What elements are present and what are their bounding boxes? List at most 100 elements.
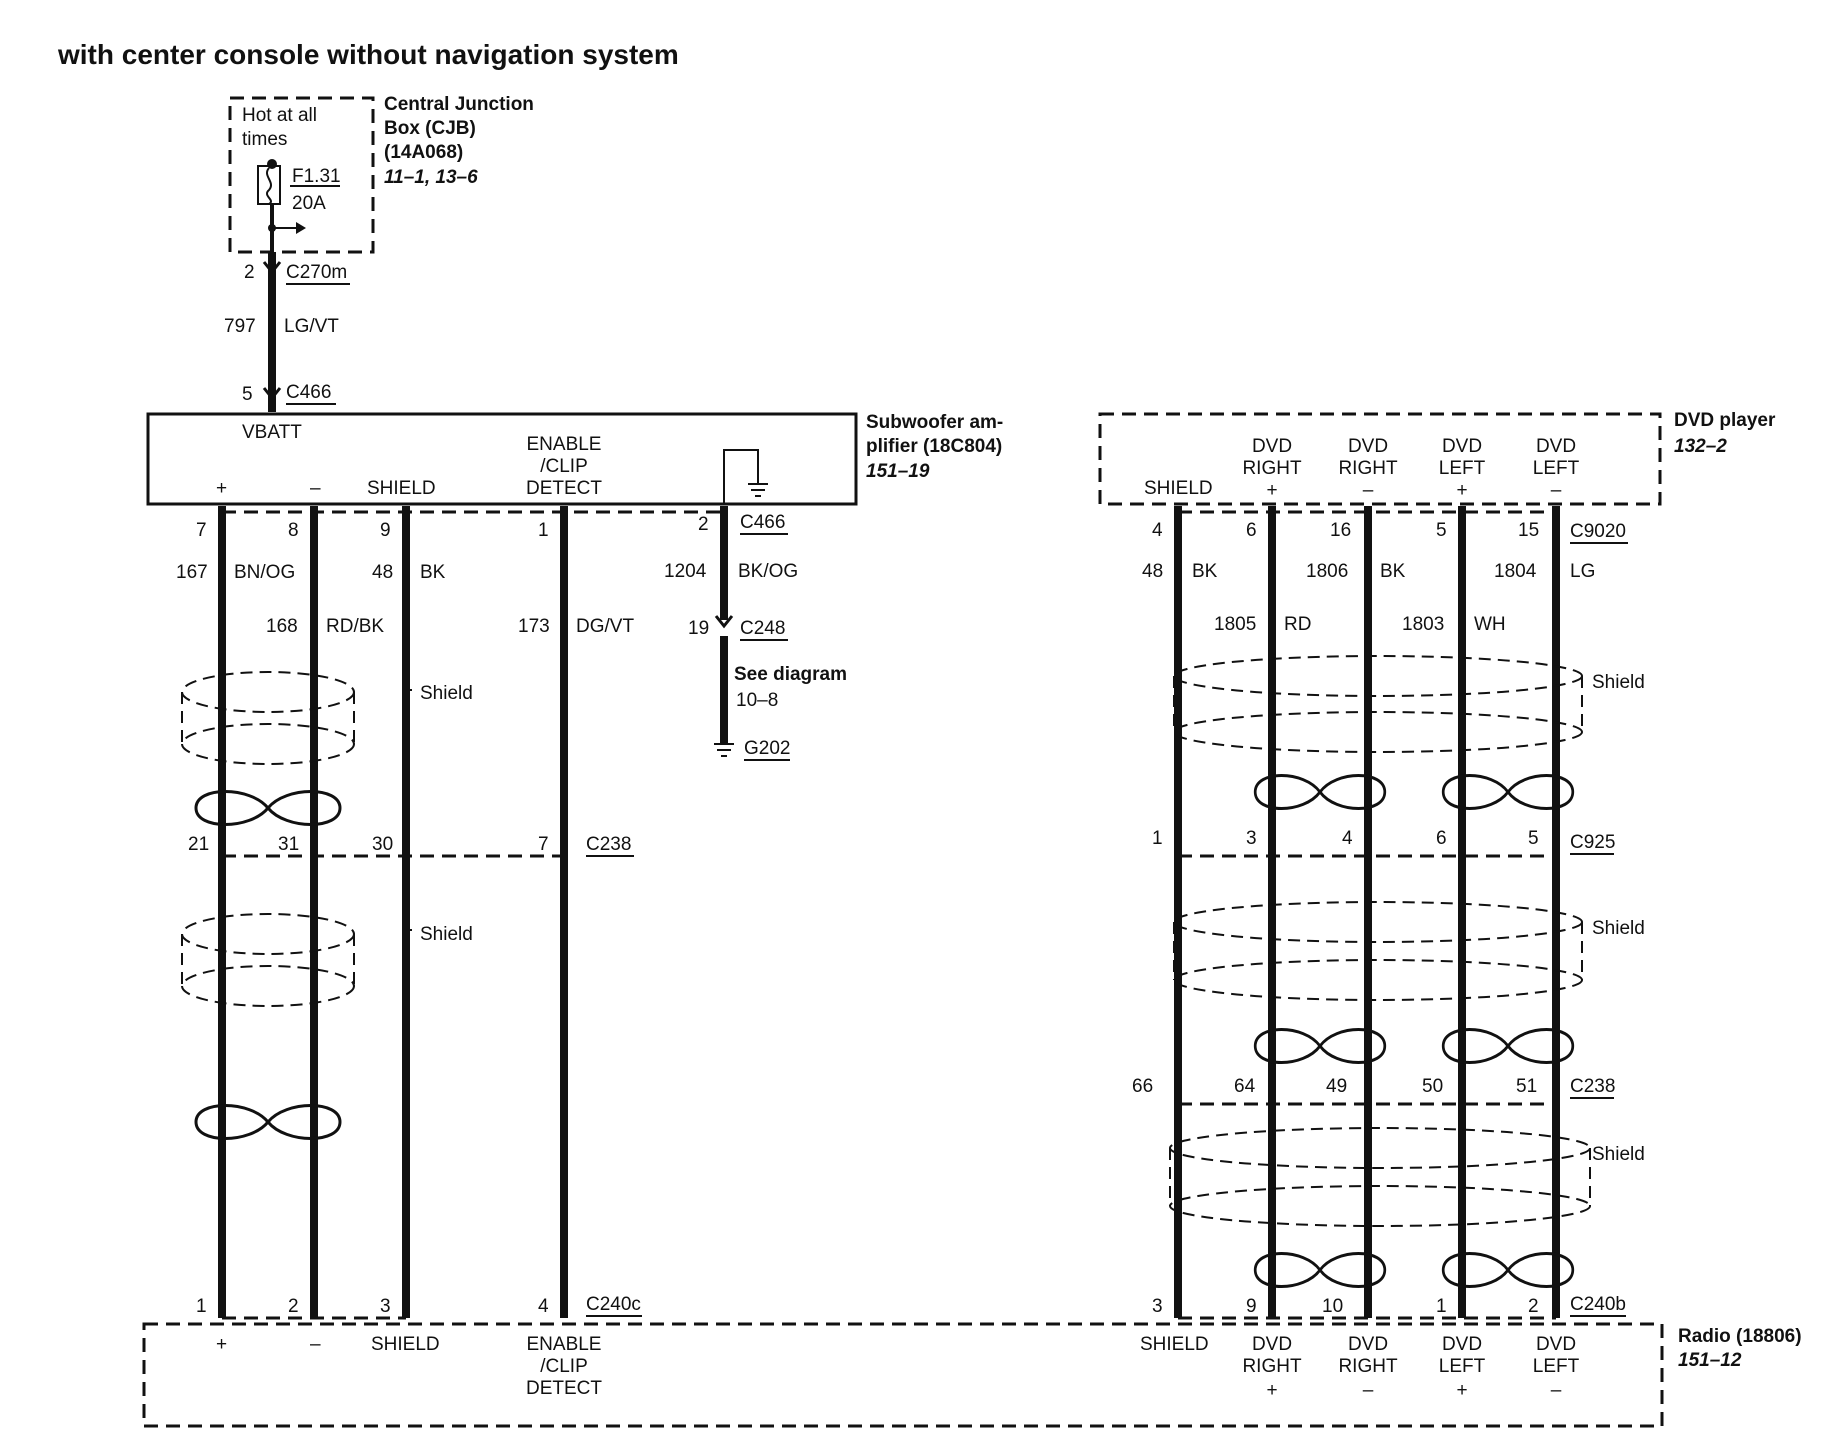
dvd-c240b-pin-9: 9: [1246, 1296, 1257, 1317]
dvd-col2-sign: –: [1363, 480, 1374, 501]
dvd-c925-pin-6: 6: [1436, 828, 1447, 849]
radio: + – SHIELD ENABLE /CLIP DETECT SHIELD DV…: [142, 1322, 1802, 1428]
dvd-col3-l2: LEFT: [1439, 458, 1486, 479]
ground-icon: [714, 743, 734, 757]
circuit-48: 48: [372, 562, 393, 583]
dvd-pin-16: 16: [1330, 520, 1351, 541]
sub-conn-c240c: C240c: [586, 1294, 641, 1315]
cjb-pin: 2: [244, 262, 255, 283]
circuit-1804: 1804: [1494, 561, 1537, 582]
dvd-col1-l2: RIGHT: [1242, 458, 1302, 479]
circuit-168: 168: [266, 616, 298, 637]
dvd-c238-pin-51: 51: [1516, 1076, 1537, 1097]
cjb-hot-line2: times: [242, 129, 287, 150]
pin-19: 19: [688, 618, 709, 639]
dvd-conn-c238: C238: [1570, 1076, 1615, 1097]
dvd-c925-pin-3: 3: [1246, 828, 1257, 849]
color-1805: RD: [1284, 614, 1311, 635]
sub-enable-2: /CLIP: [540, 456, 588, 477]
sub-pin-7: 7: [196, 520, 207, 541]
color-1803: WH: [1474, 614, 1506, 635]
dvd-shield-label-2: Shield: [1592, 918, 1645, 939]
circuit-1806: 1806: [1306, 561, 1348, 582]
color-1804: LG: [1570, 561, 1595, 582]
cjb-hot-line1: Hot at all: [242, 105, 317, 126]
dvd-col2-l1: DVD: [1348, 436, 1388, 457]
sub-c240c-pin-1: 1: [196, 1296, 207, 1317]
sub-pin-1: 1: [538, 520, 549, 541]
central-junction-box: Hot at all times F1.31 20A Central Junct…: [228, 94, 534, 254]
radio-plus: +: [216, 1334, 227, 1355]
dvd-c238-pin-64: 64: [1234, 1076, 1256, 1097]
cjb-ref: 11–1, 13–6: [384, 167, 478, 188]
sub-name-2: plifier (18C804): [866, 436, 1002, 457]
cjb-name-line2: Box (CJB): [384, 118, 476, 139]
circuit-173: 173: [518, 616, 550, 637]
dvd-col4-sign: –: [1551, 480, 1562, 501]
sub-in-conn: C466: [286, 382, 331, 403]
dvd-ref: 132–2: [1674, 436, 1727, 457]
sub-shield: SHIELD: [367, 478, 436, 499]
dvd-shield-label-1: Shield: [1592, 672, 1645, 693]
dvd-col4-l2: LEFT: [1533, 458, 1580, 479]
dvd-c238-pin-66: 66: [1132, 1076, 1153, 1097]
color-168: RD/BK: [326, 616, 384, 637]
radio-enable-1: ENABLE: [527, 1334, 602, 1355]
dvd-conn-c240b: C240b: [1570, 1294, 1626, 1315]
dvd-wires: 4 6 16 5 15 C9020 48 BK 1806 BK 1804 LG …: [1132, 506, 1645, 1320]
radio-col3-sign: +: [1456, 1380, 1467, 1401]
fuse-amps: 20A: [292, 193, 326, 214]
circuit-167: 167: [176, 562, 208, 583]
sub-c238-pin-21: 21: [188, 834, 209, 855]
radio-ref: 151–12: [1678, 1350, 1742, 1371]
cjb-name-line3: (14A068): [384, 142, 463, 163]
radio-col2-l2: RIGHT: [1338, 1356, 1398, 1377]
cjb-feed-wire: 2 C270m 797 LG/VT 5 C466: [224, 252, 350, 412]
sub-c238-pin-30: 30: [372, 834, 393, 855]
dvd-color-48: BK: [1192, 561, 1218, 582]
radio-enable-2: /CLIP: [540, 1356, 588, 1377]
sub-shield-label-1: Shield: [420, 683, 473, 704]
dvd-shield-label-3: Shield: [1592, 1144, 1645, 1165]
dvd-col2-l2: RIGHT: [1338, 458, 1398, 479]
cjb-name-line1: Central Junction: [384, 94, 534, 115]
dvd-c240b-pin-1: 1: [1436, 1296, 1447, 1317]
dvd-pin-15: 15: [1518, 520, 1539, 541]
dvd-c925-pin-5: 5: [1528, 828, 1539, 849]
sub-c240c-pin-4: 4: [538, 1296, 549, 1317]
sub-in-pin: 5: [242, 384, 253, 405]
see-diagram-ref: 10–8: [736, 690, 778, 711]
dvd-player: SHIELD DVD RIGHT + DVD RIGHT – DVD LEFT …: [1098, 410, 1776, 506]
dvd-col1-l1: DVD: [1252, 436, 1292, 457]
circuit-1204: 1204: [664, 561, 707, 582]
radio-minus: –: [310, 1334, 321, 1355]
circuit-1803: 1803: [1402, 614, 1444, 635]
subwoofer-wires: 7 8 9 1 2 C466 167 BN/OG 48 BK 1204 BK/O…: [176, 506, 847, 1320]
internal-ground-icon: [723, 449, 768, 504]
color-48: BK: [420, 562, 446, 583]
sub-minus: –: [310, 478, 321, 499]
ground-g202: G202: [744, 738, 790, 759]
sub-c238-pin-7: 7: [538, 834, 549, 855]
dvd-c925-pin-1: 1: [1152, 828, 1163, 849]
dvd-col4-l1: DVD: [1536, 436, 1576, 457]
sub-pin-9: 9: [380, 520, 391, 541]
radio-col1-l1: DVD: [1252, 1334, 1292, 1355]
dvd-col3-sign: +: [1456, 480, 1467, 501]
sub-pin-2: 2: [698, 514, 709, 535]
sub-ref: 151–19: [866, 461, 930, 482]
circuit-797: 797: [224, 316, 256, 337]
color-173: DG/VT: [576, 616, 634, 637]
radio-col3-l1: DVD: [1442, 1334, 1482, 1355]
sub-name-1: Subwoofer am-: [866, 412, 1003, 433]
radio-col4-l1: DVD: [1536, 1334, 1576, 1355]
sub-pin-8: 8: [288, 520, 299, 541]
color-1806: BK: [1380, 561, 1406, 582]
conn-c248: C248: [740, 618, 785, 639]
dvd-shield: SHIELD: [1144, 478, 1213, 499]
sub-conn-c238: C238: [586, 834, 631, 855]
radio-col1-sign: +: [1266, 1380, 1277, 1401]
dvd-c240b-pin-3: 3: [1152, 1296, 1163, 1317]
radio-left-shield: SHIELD: [371, 1334, 440, 1355]
sub-conn-c466: C466: [740, 512, 785, 533]
